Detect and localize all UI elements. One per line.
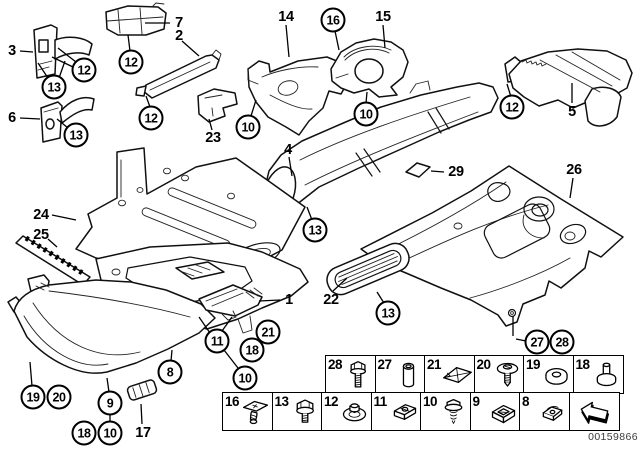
fastener-callout-20[interactable]: 20 xyxy=(46,384,72,410)
expansion-rivet-icon xyxy=(239,395,272,429)
fastener-callout-18[interactable]: 18 xyxy=(71,420,97,446)
part-15-16-drawing xyxy=(330,38,409,98)
fastener-callout-13[interactable]: 13 xyxy=(375,300,401,326)
part-1-drawing xyxy=(198,284,263,321)
fastener-cell-27[interactable]: 27 xyxy=(374,355,426,394)
direction-arrow-icon xyxy=(578,395,611,429)
fastener-callout-19[interactable]: 19 xyxy=(20,384,46,410)
part-number-label-23[interactable]: 23 xyxy=(205,130,221,146)
fastener-callout-12[interactable]: 12 xyxy=(71,57,97,83)
part-number-label-22[interactable]: 22 xyxy=(323,292,339,308)
fastener-cell-number: 21 xyxy=(427,357,442,372)
part-number-label-1[interactable]: 1 xyxy=(285,292,293,308)
part-23-drawing xyxy=(197,88,238,123)
fastener-callout-12[interactable]: 12 xyxy=(118,49,144,75)
hex-bolt-short-icon xyxy=(289,395,322,429)
fastener-cell-number: 18 xyxy=(575,357,591,372)
fastener-cell-21[interactable]: 21 xyxy=(424,355,476,394)
front-splash-panel-drawing xyxy=(7,274,216,374)
part-number-label-4[interactable]: 4 xyxy=(284,142,292,158)
fastener-cell-11[interactable]: 11 xyxy=(370,392,422,432)
fastener-cell-number: 11 xyxy=(373,394,388,410)
spring-clip-icon xyxy=(536,395,569,429)
part-2-drawing xyxy=(135,49,222,99)
leader-lines xyxy=(19,22,574,425)
fastener-callout-8[interactable]: 8 xyxy=(157,359,183,385)
part-number-label-14[interactable]: 14 xyxy=(278,9,294,25)
part-number-label-2[interactable]: 2 xyxy=(175,28,183,44)
adhesive-pad-icon xyxy=(441,358,474,392)
diagram-direction-cell[interactable] xyxy=(568,392,620,432)
fastener-table-row-1: 28 27 21 20 19 18 xyxy=(325,355,624,394)
part-number-label-17[interactable]: 17 xyxy=(135,425,151,441)
part-14-drawing xyxy=(247,56,351,136)
document-number: 00159866 xyxy=(588,431,638,443)
part-17-drawing xyxy=(126,379,158,401)
cage-clip-icon xyxy=(487,395,520,429)
clip-nut-icon xyxy=(388,395,421,429)
fastener-cell-12[interactable]: 12 xyxy=(321,392,373,432)
fastener-table-row-2: 16 13 12 11 10 9 8 xyxy=(222,392,620,432)
part-number-label-26[interactable]: 26 xyxy=(566,162,582,178)
part-number-label-25[interactable]: 25 xyxy=(33,227,49,243)
flange-nut-icon xyxy=(338,395,371,429)
fastener-callout-28[interactable]: 28 xyxy=(549,329,575,355)
fastener-callout-18[interactable]: 18 xyxy=(239,337,265,363)
fastener-cell-number: 13 xyxy=(274,394,290,410)
part-5-drawing xyxy=(504,48,633,127)
fastener-cell-number: 16 xyxy=(225,394,240,410)
part-number-label-7[interactable]: 7 xyxy=(175,15,183,31)
fastener-cell-number: 19 xyxy=(526,357,541,372)
fastener-callout-27[interactable]: 27 xyxy=(524,329,550,355)
grommet-icon xyxy=(540,358,573,392)
fastener-cell-20[interactable]: 20 xyxy=(473,355,525,394)
fastener-callout-11[interactable]: 11 xyxy=(204,328,230,354)
fastener-callout-10[interactable]: 10 xyxy=(232,365,258,391)
fastener-cell-number: 9 xyxy=(472,394,481,410)
fastener-cell-16[interactable]: 16 xyxy=(222,392,274,432)
spring-screw-icon xyxy=(437,395,470,429)
fastener-cell-number: 12 xyxy=(324,394,339,410)
fastener-cell-number: 27 xyxy=(377,357,393,372)
part-29-drawing xyxy=(405,162,431,178)
fastener-cell-number: 20 xyxy=(476,357,492,372)
washer-screw-icon xyxy=(491,358,524,392)
part-number-label-6[interactable]: 6 xyxy=(8,110,16,126)
fastener-callout-13[interactable]: 13 xyxy=(63,122,89,148)
part-25-drawing xyxy=(15,235,91,286)
push-plug-icon xyxy=(590,358,623,392)
fastener-callout-10[interactable]: 10 xyxy=(235,114,261,140)
part-number-label-3[interactable]: 3 xyxy=(8,43,16,59)
fastener-cell-28[interactable]: 28 xyxy=(325,355,377,394)
fastener-callout-12[interactable]: 12 xyxy=(499,94,525,120)
fastener-callout-9[interactable]: 9 xyxy=(97,390,123,416)
spacer-sleeve-icon xyxy=(392,358,425,392)
fastener-cell-18[interactable]: 18 xyxy=(572,355,624,394)
fastener-callout-12[interactable]: 12 xyxy=(138,105,164,131)
fastener-cell-13[interactable]: 13 xyxy=(271,392,323,432)
part-22-drawing xyxy=(326,242,410,296)
fastener-cell-19[interactable]: 19 xyxy=(523,355,575,394)
fastener-callout-10[interactable]: 10 xyxy=(97,420,123,446)
part-number-label-15[interactable]: 15 xyxy=(375,9,391,25)
part-number-label-5[interactable]: 5 xyxy=(568,104,576,120)
hex-flange-bolt-icon xyxy=(342,358,375,392)
fastener-cell-number: 10 xyxy=(423,394,438,410)
part-6-drawing xyxy=(40,96,95,143)
fastener-cell-9[interactable]: 9 xyxy=(469,392,521,432)
fastener-callout-16[interactable]: 16 xyxy=(320,7,346,33)
fastener-callout-13[interactable]: 13 xyxy=(41,74,67,100)
fastener-callout-10[interactable]: 10 xyxy=(353,101,379,127)
part-number-label-24[interactable]: 24 xyxy=(33,207,49,223)
fastener-cell-8[interactable]: 8 xyxy=(519,392,571,432)
fastener-cell-10[interactable]: 10 xyxy=(420,392,472,432)
part-7-drawing xyxy=(105,2,167,36)
fastener-cell-number: 8 xyxy=(522,394,530,410)
fastener-callout-13[interactable]: 13 xyxy=(302,217,328,243)
part-number-label-29[interactable]: 29 xyxy=(448,164,464,180)
fastener-cell-number: 28 xyxy=(328,357,343,372)
